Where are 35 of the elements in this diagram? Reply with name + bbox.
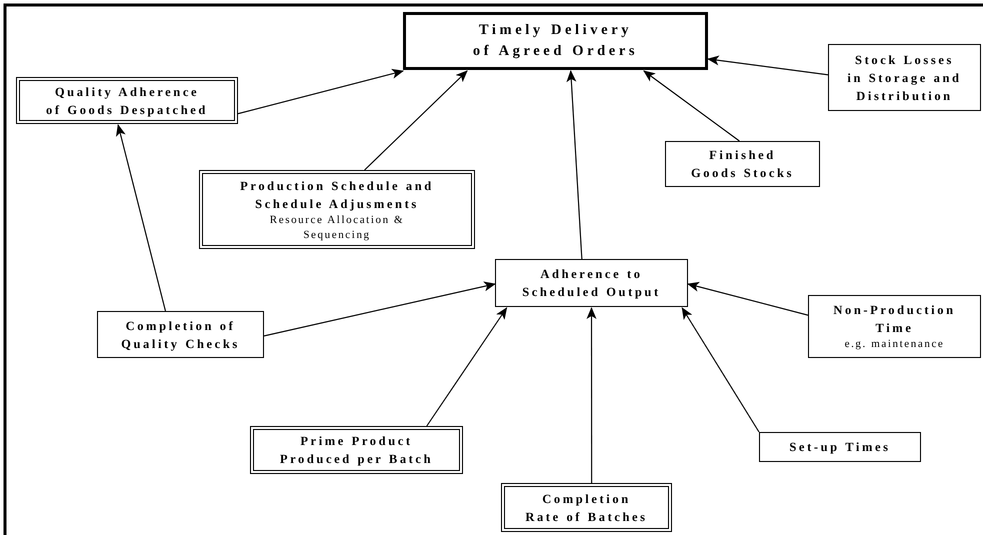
box-title: Completion Rate of Batches — [524, 490, 649, 526]
factor-box — [828, 44, 981, 111]
arrow — [687, 282, 808, 316]
arrow — [707, 55, 828, 76]
box-title: Adherence to Scheduled Output — [521, 266, 662, 301]
box-title: Set-up Times — [789, 439, 891, 456]
arrow — [264, 282, 496, 336]
box-title: Finished Goods Stocks — [690, 147, 796, 182]
box-note: e.g. maintenance — [844, 337, 944, 352]
arrow — [586, 307, 596, 483]
arrow — [238, 68, 404, 114]
box-title: Timely Delivery of Agreed Orders — [472, 21, 640, 61]
box-title: Completion of Quality Checks — [120, 318, 241, 352]
goal-box — [403, 12, 708, 70]
factor-box — [16, 77, 238, 124]
factor-box — [665, 141, 820, 187]
factor-box — [808, 295, 981, 358]
box-title: Quality Adherence of Goods Despatched — [45, 84, 209, 118]
factor-box — [97, 311, 264, 358]
arrow — [364, 70, 468, 170]
factor-box — [250, 426, 463, 474]
box-title: Production Schedule and Schedule Adjusments — [239, 178, 435, 212]
factor-box — [759, 432, 921, 462]
arrow — [682, 307, 760, 432]
arrow — [643, 70, 740, 142]
factor-box — [199, 170, 475, 249]
factor-box — [501, 483, 672, 532]
box-title: Stock Losses in Storage and Distribution — [846, 52, 962, 104]
arrow — [116, 124, 166, 312]
factor-box — [495, 259, 688, 307]
box-title: Non-Production Time — [832, 302, 957, 337]
arrow — [566, 70, 582, 260]
box-title: Prime Product Produced per Batch — [278, 433, 434, 468]
arrow — [426, 307, 508, 426]
box-note: Resource Allocation & Sequencing — [268, 212, 406, 242]
